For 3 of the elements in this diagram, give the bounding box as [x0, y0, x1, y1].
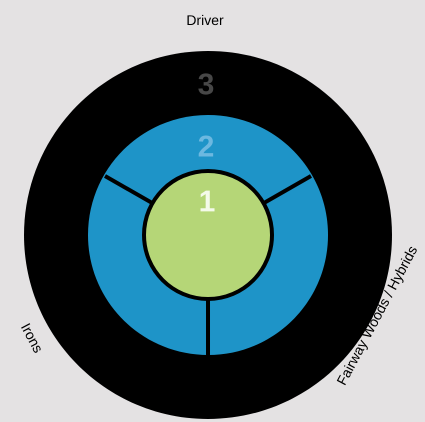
ring: 1 [142, 169, 274, 301]
category-label: Driver [187, 14, 224, 26]
category-label: Irons [21, 323, 41, 353]
